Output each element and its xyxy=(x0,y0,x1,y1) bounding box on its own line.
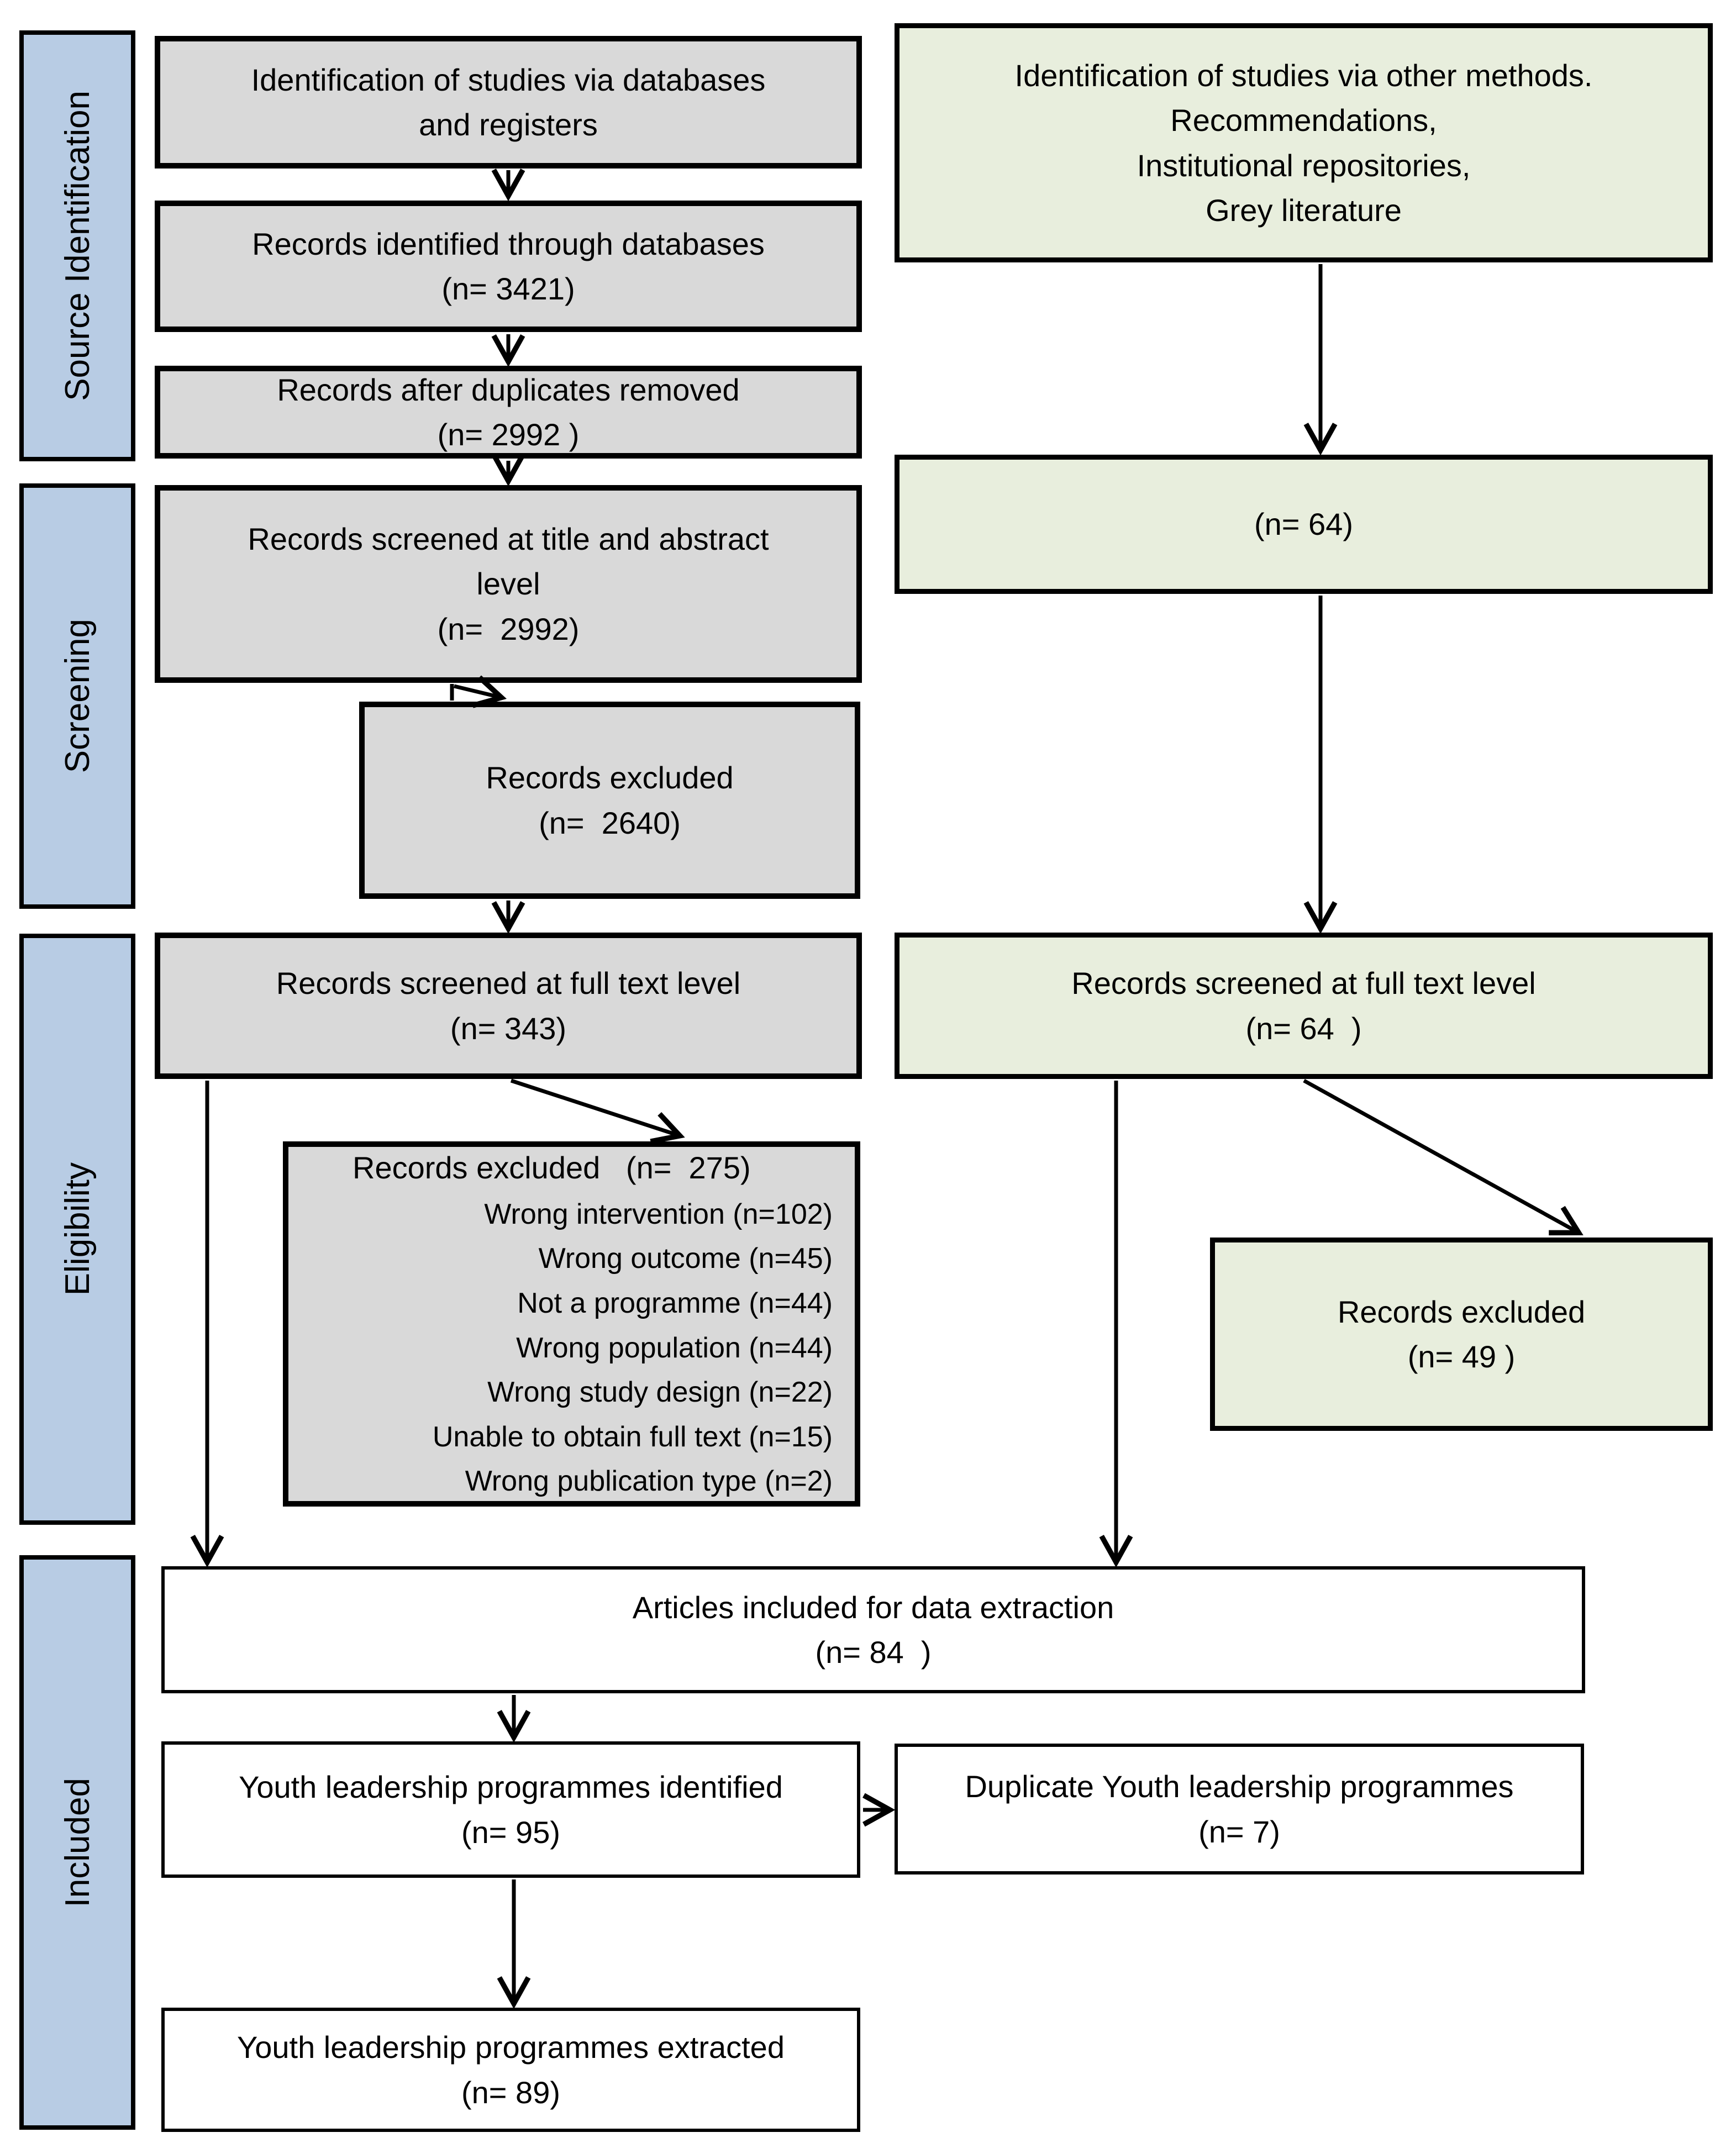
box-line: Youth leadership programmes extracted xyxy=(237,2030,785,2065)
arrow-fulltextother-to-excludedother xyxy=(1303,1078,1584,1236)
duplicates-removed-box: Records after duplicates removed (n= 299… xyxy=(155,366,862,459)
stage-eligibility: Eligibility xyxy=(19,934,135,1525)
excluded-reason: Unable to obtain full text (n=15) xyxy=(432,1420,833,1453)
box-line: Youth leadership programmes identified xyxy=(239,1770,783,1805)
box-n: (n= 7) xyxy=(1198,1814,1280,1849)
box-line: Records after duplicates removed xyxy=(277,372,740,407)
excluded-title: Records excluded (n= 275) xyxy=(353,1150,751,1186)
excluded-reason: Wrong population (n=44) xyxy=(516,1331,833,1364)
stage-label: Source Identification xyxy=(58,91,97,401)
databases-header-box: Identification of studies via databases … xyxy=(155,36,862,169)
stage-label: Screening xyxy=(58,619,97,773)
excluded-reason: Wrong study design (n=22) xyxy=(487,1376,833,1409)
box-line: Recommendations, xyxy=(1170,103,1437,138)
box-n: (n= 95) xyxy=(461,1814,560,1850)
box-line: Institutional repositories, xyxy=(1137,148,1471,183)
records-identified-box: Records identified through databases (n=… xyxy=(155,201,862,332)
stage-screening: Screening xyxy=(19,483,135,909)
box-line: Articles included for data extraction xyxy=(632,1589,1114,1625)
box-n: (n= 64 ) xyxy=(1245,1010,1362,1046)
box-n: (n= 49 ) xyxy=(1407,1339,1516,1374)
programmes-identified-box: Youth leadership programmes identified (… xyxy=(161,1741,860,1878)
other-methods-n-box: (n= 64) xyxy=(895,455,1713,594)
arrow-fulltext-to-excludedreasons xyxy=(510,1078,685,1144)
box-line: Identification of studies via databases xyxy=(251,62,766,97)
duplicate-programmes-box: Duplicate Youth leadership programmes (n… xyxy=(895,1744,1584,1875)
excluded-reason: Wrong publication type (n=2) xyxy=(465,1465,833,1498)
records-excluded-ta-box: Records excluded (n= 2640) xyxy=(359,702,860,899)
fulltext-screen-other-box: Records screened at full text level (n= … xyxy=(895,933,1713,1079)
box-line: Grey literature xyxy=(1206,192,1402,228)
stage-label: Included xyxy=(58,1777,97,1908)
excluded-reason: Wrong intervention (n=102) xyxy=(484,1198,833,1230)
title-abstract-screen-box: Records screened at title and abstract l… xyxy=(155,485,862,683)
box-line: Identification of studies via other meth… xyxy=(1014,58,1593,93)
articles-included-box: Articles included for data extraction (n… xyxy=(161,1566,1585,1693)
box-line: Records excluded xyxy=(486,760,734,796)
box-n: (n= 64) xyxy=(1254,507,1353,542)
box-line: Duplicate Youth leadership programmes xyxy=(965,1769,1514,1804)
programmes-extracted-box: Youth leadership programmes extracted (n… xyxy=(161,2008,860,2132)
box-line: Records screened at full text level xyxy=(1071,966,1536,1001)
box-n: (n= 2640) xyxy=(539,805,681,840)
excluded-reason: Wrong outcome (n=45) xyxy=(538,1242,833,1275)
excluded-reason: Not a programme (n=44) xyxy=(517,1287,833,1320)
stage-source-identification: Source Identification xyxy=(19,30,135,461)
box-line: Records identified through databases xyxy=(252,226,765,261)
box-n: (n= 3421) xyxy=(441,271,575,306)
box-n: (n= 2992 ) xyxy=(437,417,580,452)
box-line: Records screened at title and abstract xyxy=(248,522,769,557)
stage-label: Eligibility xyxy=(58,1162,97,1296)
records-excluded-ft-box: Records excluded (n= 275) Wrong interven… xyxy=(283,1141,860,1507)
other-methods-header-box: Identification of studies via other meth… xyxy=(895,23,1713,262)
arrow-titleabstract-to-excluded xyxy=(454,675,507,708)
fulltext-screen-box: Records screened at full text level (n= … xyxy=(155,933,862,1079)
box-n: (n= 84 ) xyxy=(815,1635,932,1670)
box-line: Records excluded xyxy=(1337,1294,1586,1329)
box-n: (n= 2992) xyxy=(437,611,580,646)
stage-included: Included xyxy=(19,1555,135,2130)
records-excluded-other-box: Records excluded (n= 49 ) xyxy=(1210,1238,1713,1431)
box-n: (n= 89) xyxy=(461,2074,560,2110)
box-line: and registers xyxy=(419,107,598,142)
box-n: (n= 343) xyxy=(450,1010,567,1046)
box-line: level xyxy=(476,566,540,602)
box-line: Records screened at full text level xyxy=(276,966,741,1001)
